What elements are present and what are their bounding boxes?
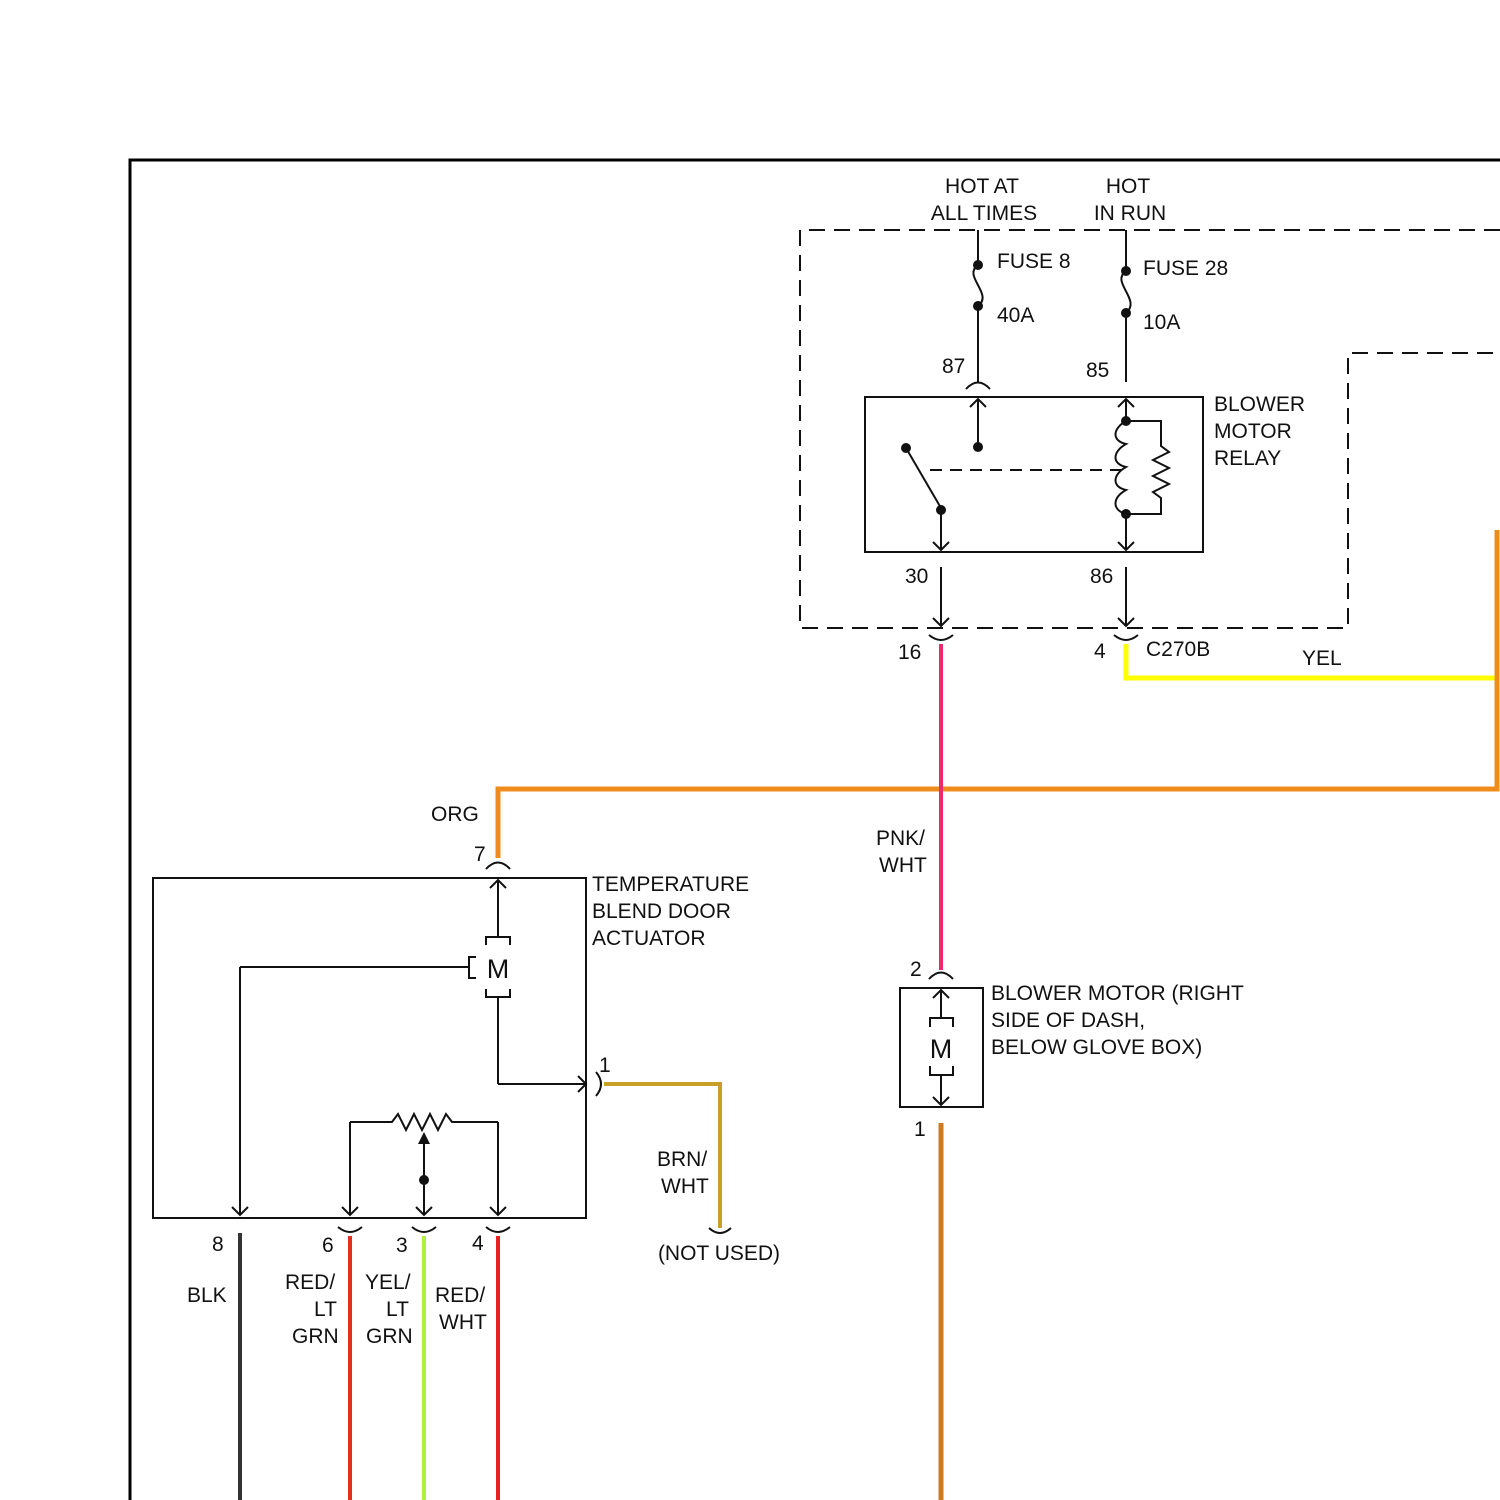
relay-label-line-1: BLOWER xyxy=(1214,393,1305,416)
actuator-pin-4-connector xyxy=(486,1227,510,1232)
wire-yel-lt-grn-line-2: LT xyxy=(386,1298,409,1321)
connector-pin-4-label: 4 xyxy=(1094,640,1106,663)
hot-at-all-times-label: HOT AT ALL TIMES xyxy=(931,175,1037,225)
blower-motor-pin-2-connector xyxy=(929,973,953,980)
wire-yel-lt-grn-line-1: YEL/ xyxy=(365,1271,411,1294)
fuse-28-name: FUSE 28 xyxy=(1143,257,1228,280)
not-used-label: (NOT USED) xyxy=(658,1242,780,1265)
blower-motor-pin-2-label: 2 xyxy=(910,958,922,981)
actuator-pin-6-label: 6 xyxy=(322,1234,334,1257)
actuator-motor: M xyxy=(469,937,510,997)
actuator-pin-3-connector xyxy=(412,1227,436,1232)
actuator-pin-6-connector xyxy=(338,1227,362,1232)
relay-pin-30-label: 30 xyxy=(905,565,928,588)
actuator-label-line-3: ACTUATOR xyxy=(592,927,706,950)
actuator-pin-1-label: 1 xyxy=(599,1054,611,1077)
relay-label-line-2: MOTOR xyxy=(1214,420,1292,443)
relay-pin-87-connector xyxy=(966,383,990,390)
blower-motor-label-line-1: BLOWER MOTOR (RIGHT xyxy=(991,982,1244,1005)
temperature-blend-door-actuator: M xyxy=(153,878,586,1218)
hot-at-all-times-line-2: ALL TIMES xyxy=(931,202,1037,225)
wire-pnk-wht-line-2: WHT xyxy=(879,854,927,877)
wire-red-lt-grn-label: RED/ LT GRN xyxy=(285,1271,339,1348)
hot-in-run-label: HOT IN RUN xyxy=(1094,175,1166,225)
wire-blk-label: BLK xyxy=(187,1284,227,1307)
connector-c270b-pin-16 xyxy=(929,635,953,640)
fuse-8-rating: 40A xyxy=(997,304,1034,327)
wire-red-wht-label: RED/ WHT xyxy=(435,1284,487,1334)
wire-yel-lt-grn-label: YEL/ LT GRN xyxy=(365,1271,413,1348)
relay-pin-87-label: 87 xyxy=(942,355,965,378)
blower-motor-symbol: M xyxy=(930,1034,953,1064)
wire-red-lt-grn-line-1: RED/ xyxy=(285,1271,335,1294)
actuator-pin-3-label: 3 xyxy=(396,1234,408,1257)
connector-pin-16-label: 16 xyxy=(898,641,921,664)
wire-red-lt-grn-line-2: LT xyxy=(314,1298,337,1321)
wire-org xyxy=(498,530,1497,858)
wire-red-wht-line-1: RED/ xyxy=(435,1284,485,1307)
hot-in-run-line-2: IN RUN xyxy=(1094,202,1166,225)
hot-at-all-times-line-1: HOT AT xyxy=(945,175,1019,198)
relay-pin-85-label: 85 xyxy=(1086,359,1109,382)
actuator-pin-8-label: 8 xyxy=(212,1233,224,1256)
fuse-8: FUSE 8 40A xyxy=(973,230,1071,382)
blower-motor-label-line-2: SIDE OF DASH, xyxy=(991,1009,1145,1032)
wire-brn-wht-terminal xyxy=(709,1228,731,1233)
actuator-motor-symbol: M xyxy=(487,954,510,984)
fuse-28: FUSE 28 10A xyxy=(1121,230,1228,382)
blower-motor-relay xyxy=(865,397,1203,552)
wire-brn-wht-line-1: BRN/ xyxy=(657,1148,707,1171)
relay-label-line-3: RELAY xyxy=(1214,447,1281,470)
connector-name: C270B xyxy=(1146,638,1210,661)
connector-c270b-pin-4 xyxy=(1114,635,1138,640)
relay-pin-86-label: 86 xyxy=(1090,565,1113,588)
wire-org-label: ORG xyxy=(431,803,479,826)
blower-motor-pin-1-label: 1 xyxy=(914,1118,926,1141)
wire-red-wht-line-2: WHT xyxy=(439,1311,487,1334)
actuator-label-line-2: BLEND DOOR xyxy=(592,900,731,923)
blower-motor-label-line-3: BELOW GLOVE BOX) xyxy=(991,1036,1202,1059)
wire-brn-wht-line-2: WHT xyxy=(661,1175,709,1198)
actuator-pin-7-connector xyxy=(486,863,510,870)
fuse-28-rating: 10A xyxy=(1143,311,1180,334)
actuator-pin-4-label: 4 xyxy=(472,1232,484,1255)
wire-pnk-wht-label: PNK/ WHT xyxy=(876,827,927,877)
relay-label: BLOWER MOTOR RELAY xyxy=(1214,393,1305,470)
wire-red-lt-grn-line-3: GRN xyxy=(292,1325,339,1348)
wire-brn-wht-label: BRN/ WHT xyxy=(657,1148,709,1198)
actuator-label-line-1: TEMPERATURE xyxy=(592,873,749,896)
blower-motor: M xyxy=(900,988,983,1107)
blower-motor-label: BLOWER MOTOR (RIGHT SIDE OF DASH, BELOW … xyxy=(991,982,1244,1059)
wire-yel-lt-grn-line-3: GRN xyxy=(366,1325,413,1348)
actuator-label: TEMPERATURE BLEND DOOR ACTUATOR xyxy=(592,873,749,950)
fuse-8-name: FUSE 8 xyxy=(997,250,1071,273)
wire-pnk-wht-line-1: PNK/ xyxy=(876,827,925,850)
actuator-position-sensor xyxy=(342,1114,506,1215)
actuator-pin-7-label: 7 xyxy=(474,843,486,866)
wire-yel-label: YEL xyxy=(1302,647,1342,670)
hot-in-run-line-1: HOT xyxy=(1106,175,1151,198)
